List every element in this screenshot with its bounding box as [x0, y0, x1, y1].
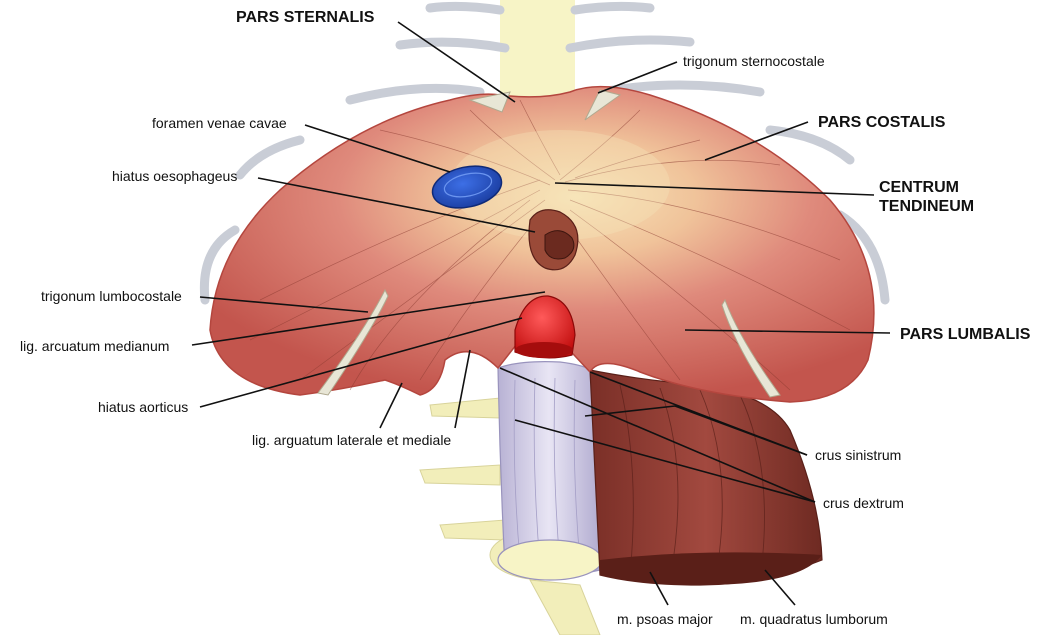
sternum [500, 0, 575, 100]
label-crus-sinistrum: crus sinistrum [815, 447, 901, 463]
psoas-cut-end [600, 552, 822, 585]
label-centrum-tendineum-1: CENTRUM [879, 179, 959, 196]
label-m-quadratus-lumborum: m. quadratus lumborum [740, 611, 888, 627]
label-pars-lumbalis: PARS LUMBALIS [900, 326, 1031, 343]
label-pars-costalis: PARS COSTALIS [818, 114, 946, 131]
label-trigonum-lumbocostale: trigonum lumbocostale [41, 288, 182, 304]
label-hiatus-aorticus: hiatus aorticus [98, 399, 188, 415]
label-trigonum-sternocostale: trigonum sternocostale [683, 53, 825, 69]
label-crus-dextrum: crus dextrum [823, 495, 904, 511]
crus-cut-end [498, 540, 602, 580]
label-foramen-venae-cavae: foramen venae cavae [152, 115, 287, 131]
label-m-psoas-major: m. psoas major [617, 611, 713, 627]
label-pars-sternalis: PARS STERNALIS [236, 9, 375, 26]
label-centrum-tendineum-2: TENDINEUM [879, 198, 974, 215]
label-lig-arguatum-laterale: lig. arguatum laterale et mediale [252, 432, 451, 448]
label-lig-arcuatum-medianum: lig. arcuatum medianum [20, 338, 169, 354]
label-hiatus-oesophageus: hiatus oesophageus [112, 168, 237, 184]
